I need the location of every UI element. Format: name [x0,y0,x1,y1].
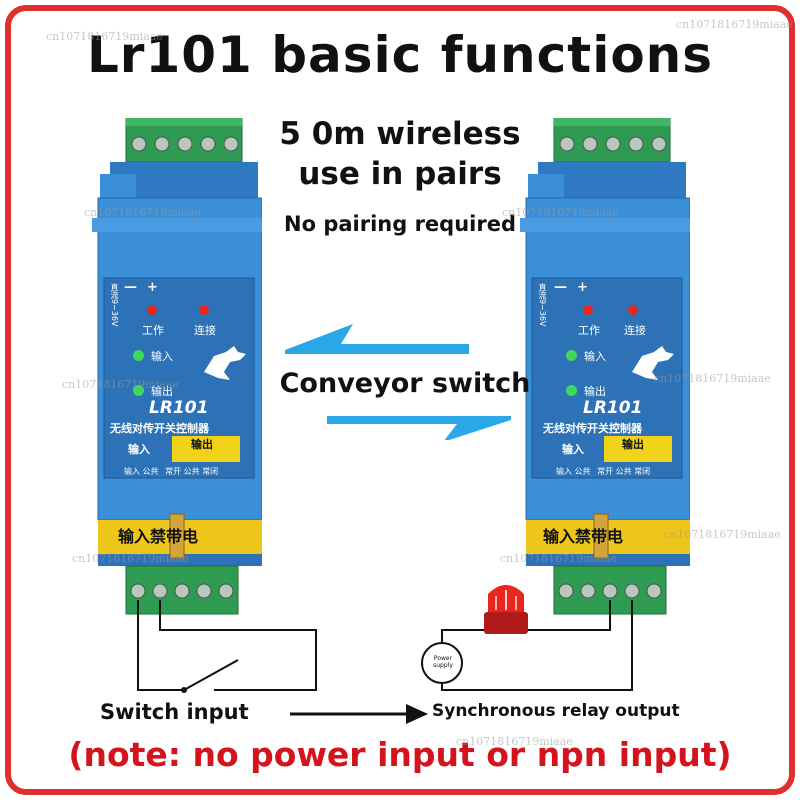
switch-input-label: Switch input [100,700,249,724]
horse-logo-icon [204,346,246,380]
watermark: cn1071816719miaae [676,18,793,31]
led-input-left [133,350,144,361]
led-input-right [566,350,577,361]
term-common-label: 公共 [574,467,591,476]
led-output-left [133,385,144,396]
terminal-labels-right: 输入 公共 常开 公共 常闭 [556,466,676,477]
term-input-label: 输入 [124,467,140,476]
page-title: Lr101 basic functions [86,26,714,84]
range-text: 5 0m wireless use in pairs [250,114,550,194]
watermark: cn1071816719miaae [72,552,189,565]
term-input-label: 输入 [556,467,572,476]
warning-beacon-icon [484,585,528,634]
led-input-label-left: 输入 [151,350,173,363]
warning-note: (note: no power input or npn input) [68,735,732,774]
watermark: cn1071816719miaae [500,552,617,565]
led-output-label-right: 输出 [584,385,606,398]
term-com-label: 公共 [183,467,200,476]
section-output-right: 输出 [622,438,644,451]
watermark: cn1071816719miaae [46,30,163,43]
led-connect-label-left: 连接 [194,324,216,337]
terminal-block-top-left [125,118,243,163]
relay-output-label: Synchronous relay output [432,701,680,721]
power-polarity-left: —+ [124,280,176,295]
warning-label-right: 输入禁带电 [543,527,624,546]
plus-label: + [147,280,158,295]
watermark: cn1071816719miaae [664,528,781,541]
section-input-right: 输入 [562,443,584,456]
led-connect-right [628,305,638,315]
terminal-labels-left: 输入 公共 常开 公共 常闭 [124,466,244,477]
output-block-left [172,436,240,462]
voltage-label-right: 直流9~36V [538,283,547,327]
section-output-left: 输出 [191,438,213,451]
pairs-line: use in pairs [298,156,502,192]
watermark: cn1071816719miaae [456,735,573,748]
warning-label-left: 输入禁带电 [118,527,199,546]
arrow-right-icon [327,416,511,440]
watermark: cn1071816719miaae [62,378,179,391]
watermark: cn1071816719miaae [84,206,201,219]
term-nc-label: 常闭 [202,467,219,476]
model-label-right: LR101 [583,398,643,418]
led-connect-label-right: 连接 [624,324,646,337]
switch-contact [183,659,239,691]
power-polarity-right: —+ [554,280,606,295]
led-work-right [583,305,593,315]
pairing-text: No pairing required [284,212,516,236]
minus-label: — [554,280,567,295]
power-supply-label: Power supply [433,655,453,669]
wireless-arrows [285,324,511,440]
device-name-right: 无线对传开关控制器 [543,422,642,435]
output-block-right [604,436,672,462]
led-output-right [566,385,577,396]
led-work-label-left: 工作 [142,324,164,337]
plus-label: + [577,280,588,295]
minus-label: — [124,280,137,295]
range-line: 5 0m wireless [279,116,521,152]
led-connect-left [199,305,209,315]
horse-logo-icon [632,346,674,380]
conveyor-switch-label: Conveyor switch [279,368,531,399]
watermark: cn1071816719miaae [502,206,619,219]
section-input-left: 输入 [128,443,150,456]
watermark: cn1071816719miaae [654,372,771,385]
led-output-label-left: 输出 [151,385,173,398]
voltage-label-left: 直流9~36V [110,283,119,327]
term-nc-label: 常闭 [634,467,651,476]
power-supply-icon [421,642,463,684]
model-label-left: LR101 [149,398,209,418]
arrow-left-icon [285,324,469,354]
led-input-label-right: 输入 [584,350,606,363]
led-work-label-right: 工作 [578,324,600,337]
device-right [520,118,690,615]
term-no-label: 常开 [597,467,614,476]
device-name-left: 无线对传开关控制器 [110,422,209,435]
arrow-right-icon [406,704,428,724]
term-no-label: 常开 [165,467,182,476]
term-common-label: 公共 [142,467,159,476]
led-work-left [147,305,157,315]
terminal-block-bottom-left [125,565,239,615]
term-com-label: 公共 [615,467,632,476]
